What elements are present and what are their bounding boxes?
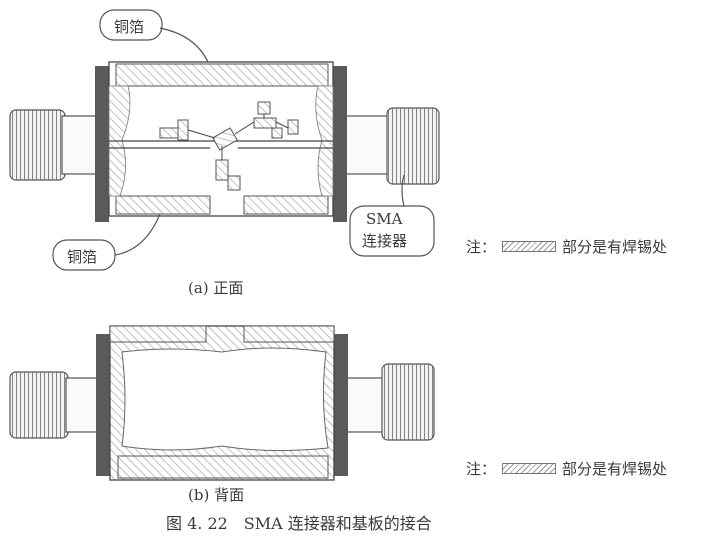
hatch-legend-swatch (502, 241, 557, 252)
back-note: 注： 部分是有焊锡处 (466, 458, 667, 479)
front-callout-bottom-label: 铜箔 (67, 248, 98, 266)
front-callout-top-label: 铜箔 (114, 18, 145, 36)
hatch-legend-swatch (502, 463, 557, 474)
front-right-connector (345, 107, 440, 185)
front-board (108, 61, 334, 217)
back-right-flange (334, 334, 348, 476)
front-view (9, 9, 440, 271)
back-right-connector (345, 363, 435, 441)
back-view (9, 325, 435, 481)
back-left-connector (9, 371, 99, 439)
back-note-prefix: 注： (466, 460, 497, 478)
front-callout-bottom (52, 213, 161, 271)
front-left-connector (9, 109, 97, 181)
back-note-suffix: 部分是有焊锡处 (562, 460, 668, 478)
figure-caption: 图 4. 22 SMA 连接器和基板的接合 (166, 514, 432, 533)
back-subcaption: (b) 背面 (188, 486, 245, 504)
front-note-suffix: 部分是有焊锡处 (562, 238, 668, 256)
front-note-prefix: 注： (466, 238, 497, 256)
front-left-flange (95, 66, 109, 222)
back-board (109, 325, 335, 481)
front-callout-top (99, 9, 209, 63)
front-note: 注： 部分是有焊锡处 (466, 236, 667, 257)
front-callout-connector-line1: SMA (366, 210, 403, 228)
front-callout-connector-line2: 连接器 (362, 232, 408, 250)
front-subcaption: (a) 正面 (188, 279, 244, 297)
front-right-flange (333, 66, 347, 222)
front-callout-connector (349, 174, 435, 257)
back-left-flange (96, 334, 110, 476)
